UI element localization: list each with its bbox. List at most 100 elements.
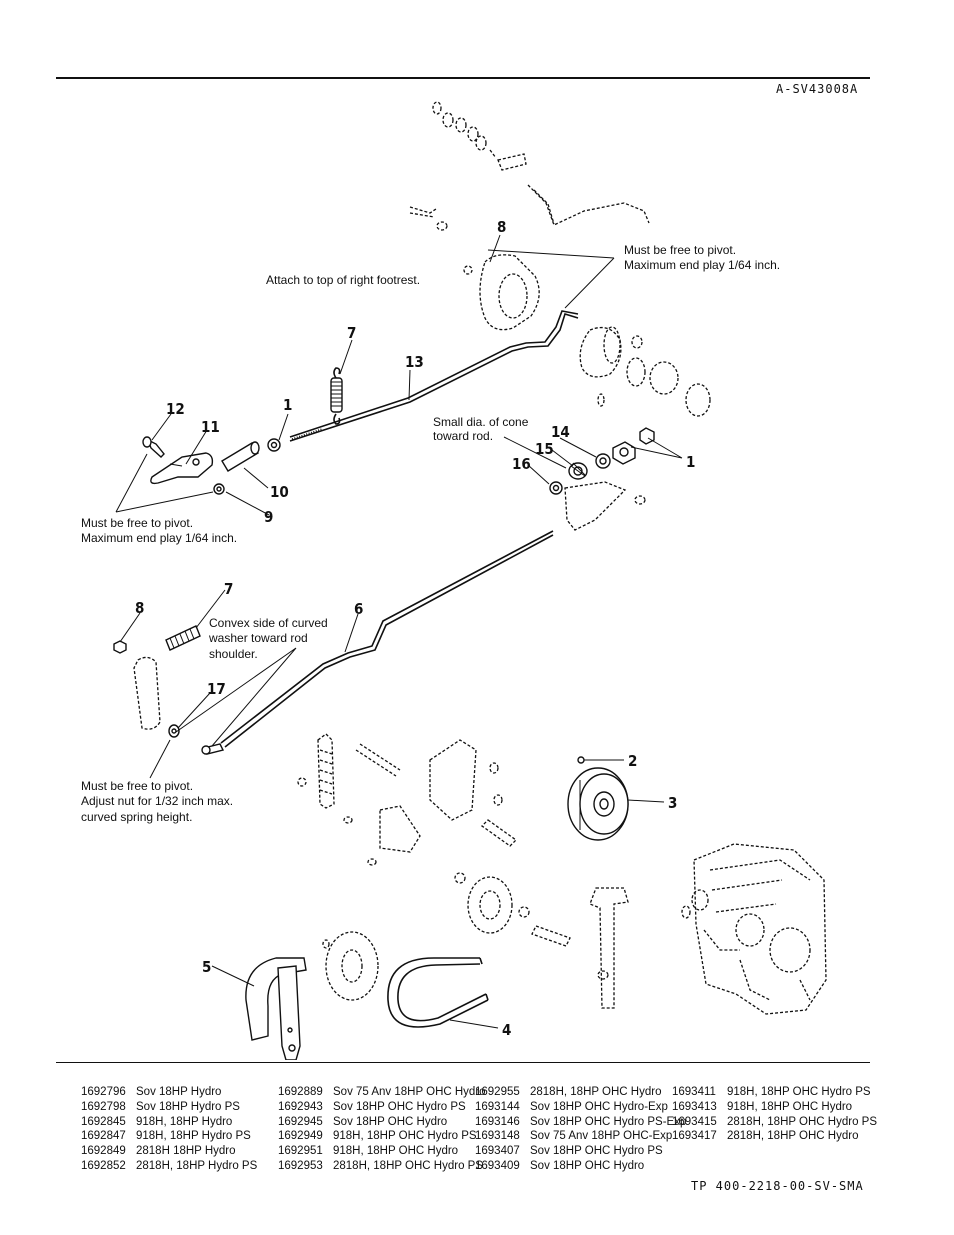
note-adjust-1: Must be free to pivot.	[81, 779, 193, 793]
model-part-number: 1692796	[81, 1086, 126, 1098]
model-part-number: 1692798	[81, 1100, 126, 1113]
callout-14: 14	[551, 423, 570, 441]
model-part-number: 1692849	[81, 1145, 126, 1158]
model-row: 1692852 2818H, 18HP Hydro PS	[81, 1159, 257, 1174]
model-part-number: 1692847	[81, 1130, 126, 1143]
model-description: Sov 18HP OHC Hydro	[530, 1159, 645, 1172]
note-footrest: Attach to top of right footrest.	[266, 273, 420, 287]
model-part-number: 1693413	[672, 1100, 717, 1113]
model-description: 918H, 18HP Hydro	[136, 1115, 233, 1128]
hydro-transmission	[681, 843, 827, 1015]
note-convex-3: shoulder.	[209, 647, 258, 661]
model-part-number: 1693144	[475, 1100, 520, 1113]
model-row: 1692951 918H, 18HP OHC Hydro	[278, 1144, 486, 1159]
center-lower-assembly	[297, 733, 629, 1009]
callout-1-left: 1	[283, 396, 292, 414]
callout-3: 3	[668, 794, 677, 812]
note-adjust-2: Adjust nut for 1/32 inch max.	[81, 794, 233, 808]
note-pivot-left-1: Must be free to pivot.	[81, 516, 193, 530]
upper-pedal-linkage	[409, 101, 711, 531]
model-part-number: 1693409	[475, 1159, 520, 1172]
callout-7-lower: 7	[224, 580, 233, 598]
spring-7-upper	[330, 367, 343, 425]
callout-6: 6	[354, 600, 363, 618]
model-part-number: 1693407	[475, 1145, 520, 1158]
callout-numbers: 8 7 13 1 12 11 14 15 16 1 10 9 7 8 6 17 …	[135, 218, 695, 1039]
lower-bracket	[133, 656, 161, 730]
model-part-number: 1692955	[475, 1086, 520, 1098]
model-description: 2818H, 18HP OHC Hydro	[727, 1130, 859, 1143]
model-row: 1693409 Sov 18HP OHC Hydro	[475, 1159, 686, 1174]
model-part-number: 1692945	[278, 1115, 323, 1128]
bolt-12	[142, 436, 165, 458]
note-convex-1: Convex side of curved	[209, 616, 328, 630]
model-part-number: 1692951	[278, 1145, 323, 1158]
model-description: 2818H, 18HP OHC Hydro	[530, 1086, 662, 1098]
model-part-number: 1692943	[278, 1100, 323, 1113]
callout-15: 15	[535, 440, 554, 458]
callout-5: 5	[202, 958, 211, 976]
model-part-number: 1692845	[81, 1115, 126, 1128]
pulley-3	[567, 767, 629, 841]
note-pivot-top-2: Maximum end play 1/64 inch.	[624, 258, 780, 272]
callout-16: 16	[512, 455, 531, 473]
callout-2: 2	[628, 752, 637, 770]
model-row: 1692849 2818H 18HP Hydro	[81, 1144, 257, 1159]
footer-code: TP 400-2218-00-SV-SMA	[691, 1179, 864, 1193]
model-part-number: 1693415	[672, 1115, 717, 1128]
note-pivot-left-2: Maximum end play 1/64 inch.	[81, 531, 237, 545]
exploded-parts-diagram: 8 7 13 1 12 11 14 15 16 1 10 9 7 8 6 17 …	[81, 101, 827, 1060]
note-convex-2: washer toward rod	[208, 631, 308, 645]
model-description: 2818H, 18HP Hydro PS	[136, 1159, 258, 1172]
belt-4	[387, 957, 489, 1028]
model-description: Sov 18HP Hydro	[136, 1086, 222, 1098]
model-row: 1693417 2818H, 18HP OHC Hydro	[672, 1129, 877, 1144]
model-description: 918H, 18HP OHC Hydro PS	[333, 1130, 477, 1143]
callout-8-lower: 8	[135, 599, 144, 617]
model-part-number: 1693148	[475, 1130, 520, 1143]
callout-1-right: 1	[686, 453, 695, 471]
leader-lines	[115, 234, 683, 1029]
bracket-11	[150, 452, 214, 485]
model-part-number: 1693411	[672, 1086, 716, 1098]
model-row: 1692945 Sov 18HP OHC Hydro	[278, 1115, 486, 1130]
model-description: Sov 18HP OHC Hydro PS	[333, 1100, 466, 1113]
callout-11: 11	[201, 418, 220, 436]
callout-7-top: 7	[347, 324, 356, 342]
note-adjust-3: curved spring height.	[81, 810, 192, 824]
note-cone-2: toward rod.	[433, 429, 493, 443]
assembly-notes: Must be free to pivot. Maximum end play …	[81, 243, 780, 824]
bolt-2	[577, 756, 590, 764]
model-row: 1692845 918H, 18HP Hydro	[81, 1115, 257, 1130]
callout-10: 10	[270, 483, 289, 501]
spring-7-lower	[165, 625, 201, 651]
model-part-number: 1692949	[278, 1130, 323, 1143]
spacer-10	[221, 441, 260, 472]
model-part-number: 1692852	[81, 1159, 126, 1172]
model-description: Sov 18HP OHC Hydro	[333, 1115, 448, 1128]
model-description: 918H, 18HP OHC Hydro	[333, 1145, 459, 1158]
rod-6	[201, 530, 554, 755]
callout-17: 17	[207, 680, 226, 698]
callout-8-top: 8	[497, 218, 506, 236]
model-part-number: 1692889	[278, 1086, 323, 1098]
model-row: 1693407 Sov 18HP OHC Hydro PS	[475, 1144, 686, 1159]
note-cone-1: Small dia. of cone	[433, 415, 529, 429]
nut-8-lower	[113, 640, 127, 654]
model-row: 1692796 Sov 18HP Hydro	[81, 1085, 257, 1100]
model-part-number: 1693417	[672, 1130, 717, 1143]
drawing-code: A-SV43008A	[776, 82, 859, 96]
model-description: 2818H 18HP Hydro	[136, 1145, 236, 1158]
model-description: Sov 18HP OHC Hydro PS	[530, 1145, 663, 1158]
